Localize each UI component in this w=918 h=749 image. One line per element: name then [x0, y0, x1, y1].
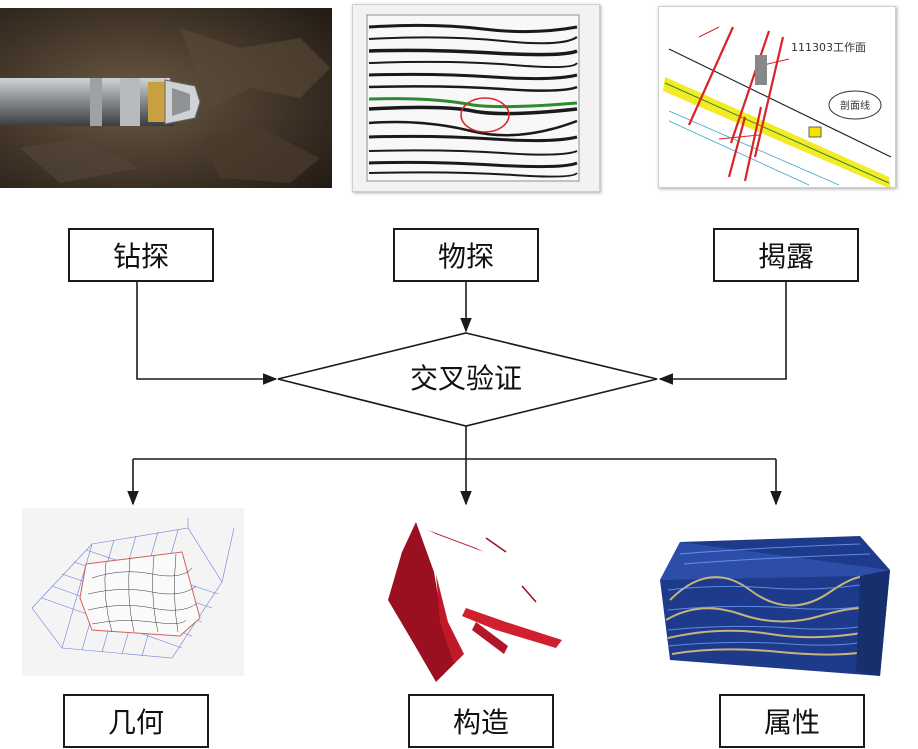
- geophysical-box: 物探: [393, 228, 539, 282]
- drilling-box: 钻探: [68, 228, 214, 282]
- exposure-box: 揭露: [713, 228, 859, 282]
- seismic-section-image: [352, 4, 600, 192]
- attribute-model-image: [660, 530, 896, 682]
- map-callout: 剖面线: [840, 99, 870, 112]
- structure-box: 构造: [408, 694, 554, 748]
- cross-validation-label: 交叉验证: [409, 362, 522, 395]
- geometry-box: 几何: [63, 694, 209, 748]
- structure-model-image: [376, 512, 576, 687]
- exposure-map-image: 111303工作面 剖面线: [658, 6, 896, 188]
- attribute-box: 属性: [719, 694, 865, 748]
- map-title: 111303工作面: [791, 41, 866, 54]
- drilling-photo: [0, 8, 332, 188]
- geometry-model-image: [22, 508, 244, 676]
